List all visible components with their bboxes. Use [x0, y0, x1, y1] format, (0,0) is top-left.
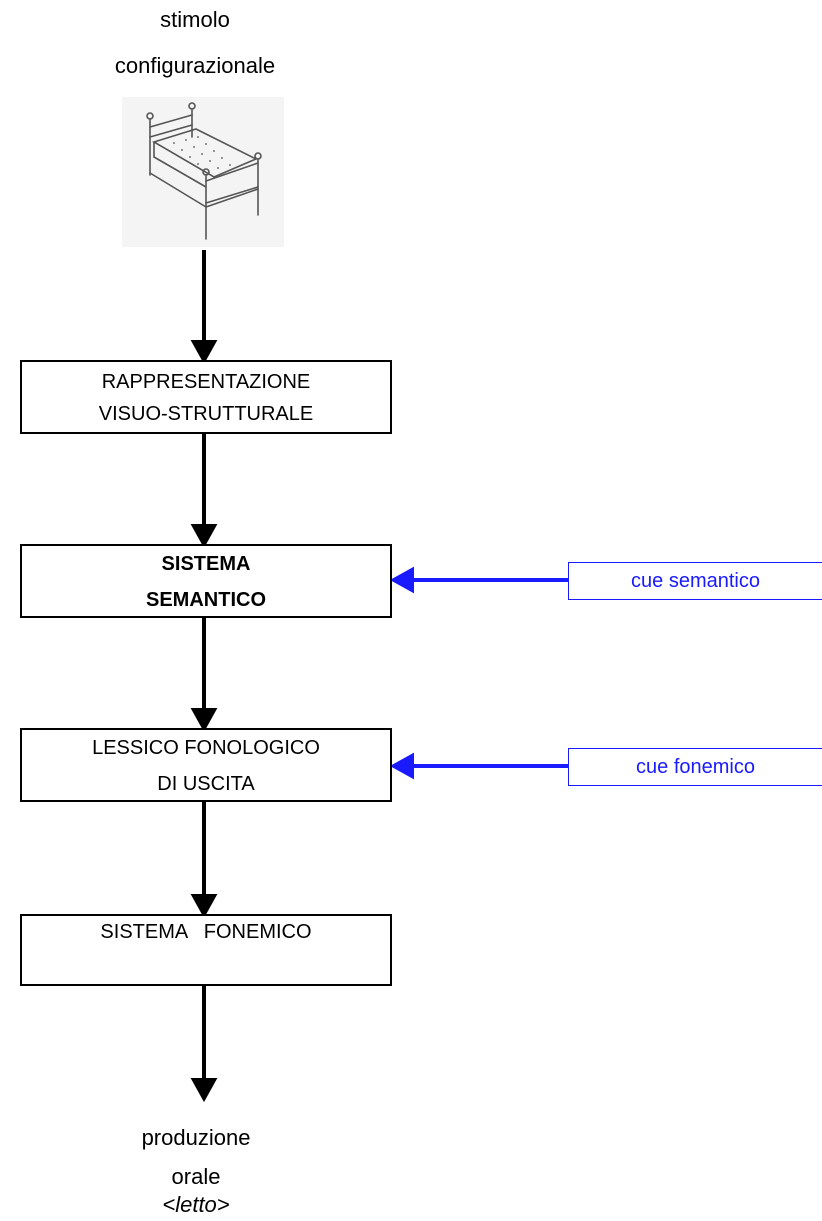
box-visual-line1: RAPPRESENTAZIONE — [101, 371, 311, 393]
box-phonological-lexicon: LESSICO FONOLOGICO DI USCITA — [20, 728, 392, 802]
bed-drawing-icon — [122, 97, 284, 247]
output-label-line3: <letto> — [162, 1192, 230, 1217]
box-semantic-system: SISTEMA SEMANTICO — [20, 544, 392, 618]
box-lexicon-line1: LESSICO FONOLOGICO — [92, 737, 320, 759]
box-visual-structural: RAPPRESENTAZIONE VISUO-STRUTTURALE — [20, 360, 392, 434]
output-label-line1: produzione — [141, 1125, 251, 1150]
cue-phonemic-box: cue fonemico — [568, 748, 822, 786]
cue-semantic-box: cue semantico — [568, 562, 822, 600]
box-phonemic-system: SISTEMA FONEMICO — [20, 914, 392, 986]
box-lexicon-line2: DI USCITA — [157, 773, 255, 795]
box-visual-line2: VISUO-STRUTTURALE — [98, 403, 314, 425]
stimulus-label-line2: configurazionale — [114, 53, 276, 78]
box-phonemic-line1: SISTEMA FONEMICO — [100, 921, 312, 943]
box-semantic-line2: SEMANTICO — [146, 589, 266, 611]
box-semantic-line1: SISTEMA — [161, 553, 251, 575]
output-label-line2: orale — [171, 1164, 221, 1189]
stimulus-label-line1: stimolo — [160, 7, 230, 32]
